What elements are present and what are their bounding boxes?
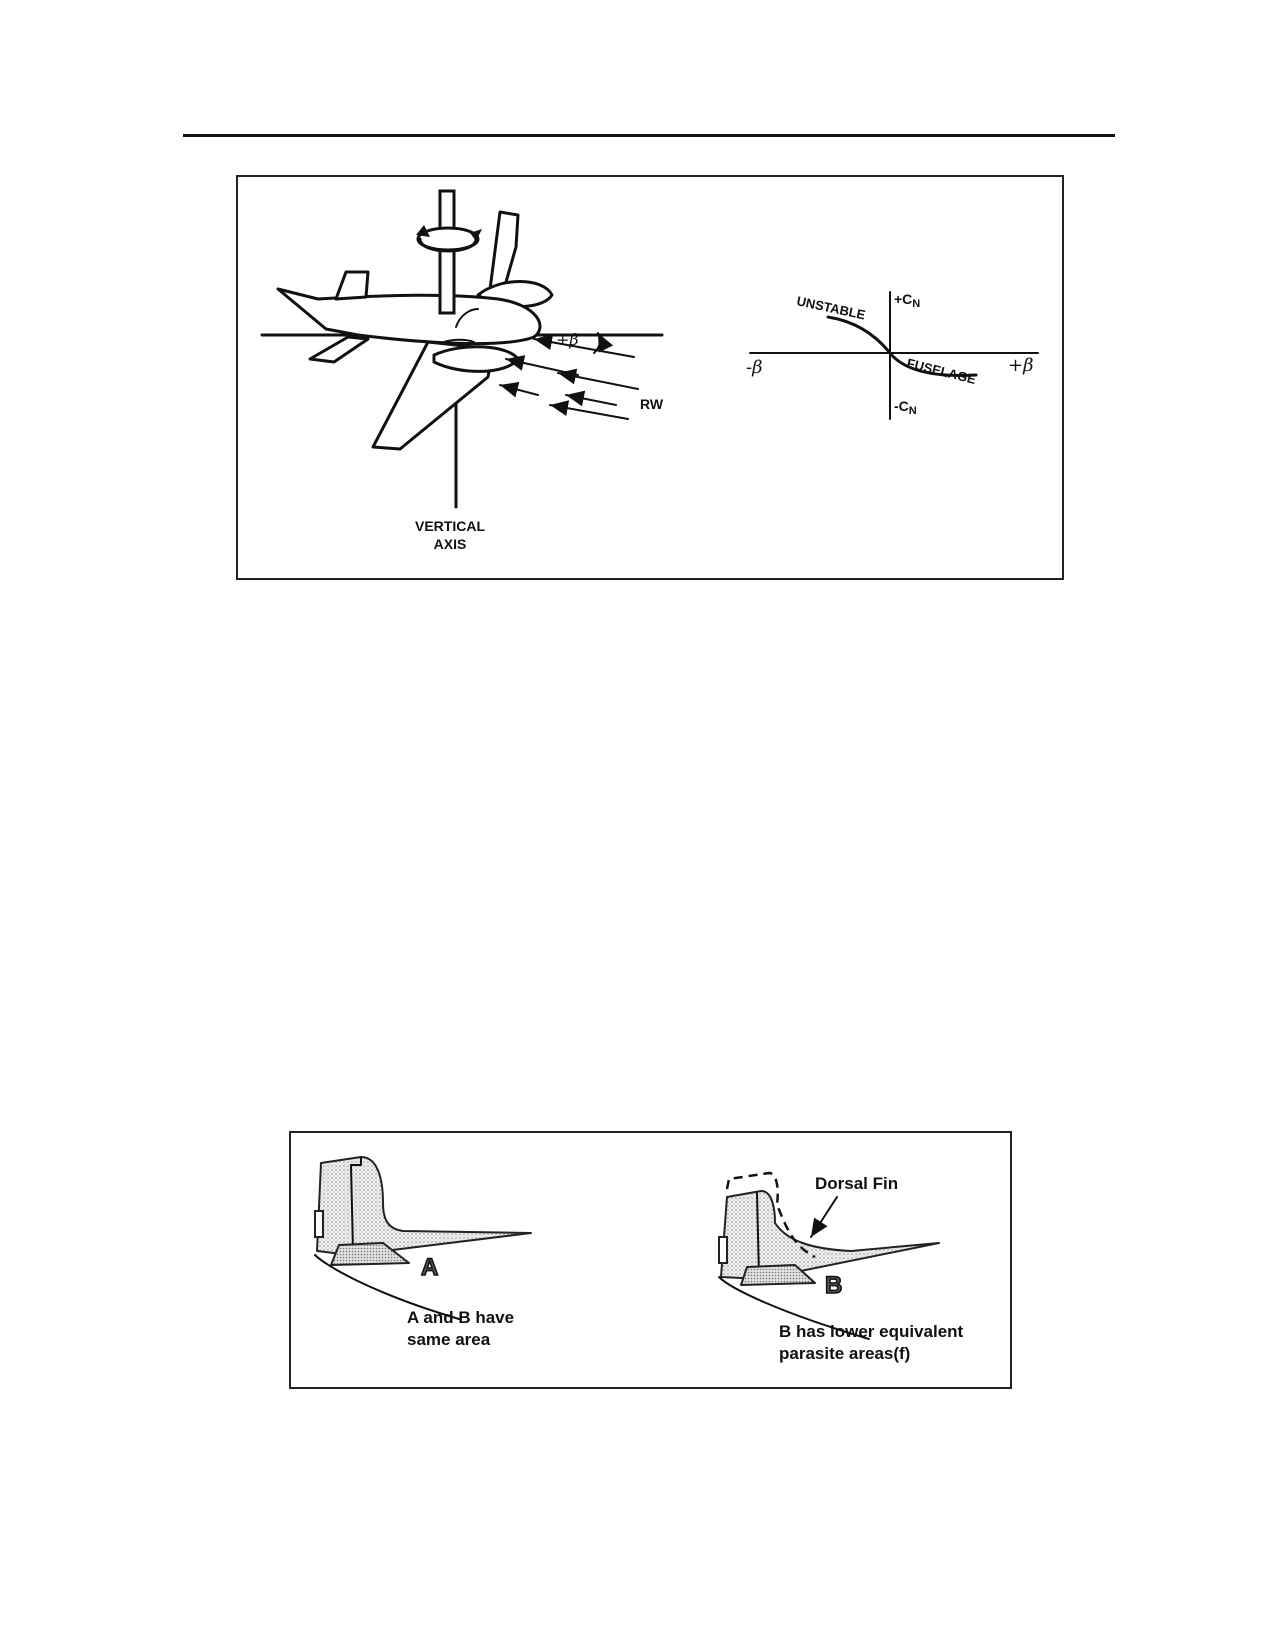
tail-a-rudder-line [350, 1164, 354, 1252]
rw-arrow-3 [557, 368, 639, 390]
neg-beta-label: -β [746, 357, 763, 378]
tail-b-stabilizer [740, 1264, 816, 1286]
tail-a-fin [316, 1156, 532, 1256]
horizontal-tail [308, 335, 370, 364]
tail-b-rudder-line [756, 1192, 760, 1278]
relative-wind-label: RW [640, 396, 664, 412]
caption-a-line1: A and B have [407, 1308, 514, 1327]
directional-stability-figure: +β RW VERTICAL AXIS +CN -CN -β +β UNSTAB… [236, 175, 1064, 580]
tail-b-fin [720, 1190, 940, 1280]
beta-arc [593, 332, 614, 354]
dorsal-fin-figure: A A and B have same area Dorsal Fin B B … [289, 1131, 1012, 1389]
rw-arrow-4 [499, 381, 539, 398]
tail-b-fuselage-line [718, 1276, 870, 1340]
fig2-drawing: A A and B have same area Dorsal Fin B B … [314, 1156, 964, 1363]
tail-a-rudder-top [350, 1156, 362, 1166]
caption-b-line1: B has lower equivalent [779, 1322, 964, 1341]
yaw-curl-arrow [455, 308, 479, 328]
tail-a-tab [314, 1210, 324, 1238]
pos-beta-label: +β [1008, 355, 1034, 376]
tail-a-stabilizer [330, 1242, 410, 1266]
fig1-drawing: +β RW VERTICAL AXIS +CN -CN -β +β UNSTAB… [260, 189, 1039, 552]
dorsal-fin-label: Dorsal Fin [815, 1174, 898, 1193]
rotation-arrow-left [416, 225, 430, 237]
rotation-ring-front [418, 237, 478, 253]
tail-b-tab [718, 1236, 728, 1264]
pos-cn-label: +CN [894, 291, 920, 310]
vertical-axis-label-2: AXIS [434, 536, 467, 552]
caption-a-line2: same area [407, 1330, 491, 1349]
beta-angle-label: +β [556, 330, 579, 349]
header-rule [183, 134, 1115, 137]
rw-arrow-6 [549, 400, 629, 420]
rotation-arrow-right [470, 229, 482, 241]
fuselage-label: FUSELAGE [905, 355, 978, 387]
label-a: A [421, 1254, 438, 1281]
dorsal-fin-outline [725, 1171, 816, 1259]
tail-a-fuselage-line [314, 1254, 460, 1320]
neg-cn-label: -CN [894, 398, 917, 417]
rw-arrow-1 [533, 334, 635, 358]
fuselage-cn-curve [826, 315, 978, 377]
vertical-axis-label-1: VERTICAL [415, 518, 485, 534]
label-b: B [825, 1272, 842, 1299]
wing-root-line [443, 338, 475, 343]
dorsal-fin-arrow [810, 1196, 838, 1238]
rw-arrow-2 [505, 355, 579, 376]
vertical-tail [334, 270, 370, 301]
rw-arrow-5 [565, 390, 617, 407]
caption-b-line2: parasite areas(f) [779, 1344, 910, 1363]
